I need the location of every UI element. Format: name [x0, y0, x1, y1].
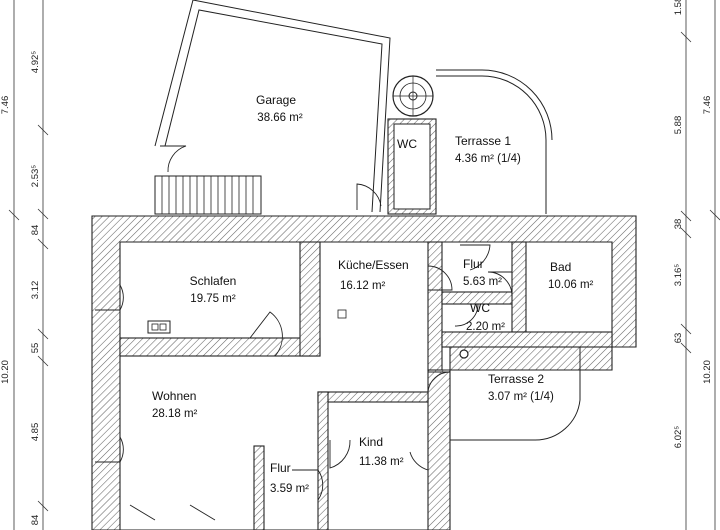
wc-upper-walls	[387, 118, 437, 215]
room-area-flur-lower: 3.59 m²	[270, 483, 309, 495]
room-area-kueche: 16.12 m²	[340, 280, 386, 292]
dim-right-inner-2: 38	[673, 219, 684, 230]
spiral-stair-icon	[392, 75, 434, 117]
room-area-flur-upper: 5.63 m²	[463, 276, 502, 288]
room-area-wohnen: 28.18 m²	[152, 408, 198, 420]
terrasse2-outline	[450, 346, 581, 441]
room-label-terrasse2: Terrasse 2	[488, 372, 544, 386]
dim-left-outer-2: 10.20	[0, 360, 11, 384]
room-label-wc-lower: WC	[470, 301, 490, 315]
dim-left-inner-5: 55	[30, 343, 41, 354]
room-area-terrasse2: 3.07 m² (1/4)	[488, 391, 554, 403]
room-label-kind: Kind	[359, 435, 383, 449]
room-area-schlafen: 19.75 m²	[190, 293, 236, 305]
dim-left-inner-4: 3.12	[30, 281, 41, 300]
terrasse1-rail	[436, 69, 553, 141]
chimney-icon	[147, 320, 171, 334]
room-label-garage: Garage	[256, 93, 296, 107]
garage-outline	[154, 0, 391, 215]
room-label-flur-upper: Flur	[463, 257, 484, 271]
house-walls	[91, 215, 637, 530]
terrasse1-outline	[436, 75, 547, 214]
dim-left-inner-7: 84	[30, 515, 41, 526]
dim-left-inner-3: 84	[30, 225, 41, 236]
room-label-flur-lower: Flur	[270, 461, 291, 475]
dim-right-outer-1: 7.46	[702, 96, 713, 115]
room-label-kueche: Küche/Essen	[338, 258, 409, 272]
room-label-wohnen: Wohnen	[152, 389, 196, 403]
dim-right-outer-2: 10.20	[702, 360, 713, 384]
dim-left-inner-1: 4.92⁵	[30, 51, 41, 73]
dim-left-inner-6: 4.85	[30, 423, 41, 442]
doors	[95, 244, 513, 521]
room-area-terrasse1: 4.36 m² (1/4)	[455, 153, 521, 165]
dim-right-inner-5: 6.02⁵	[673, 426, 684, 448]
room-area-bad: 10.06 m²	[548, 279, 594, 291]
column-icon	[459, 349, 469, 359]
dim-left-inner-2: 2.53⁵	[30, 165, 41, 187]
dimension-lines-left: 7.46 10.20 4.92⁵ 2.53⁵ 84 3.12 55 4.85 8…	[0, 0, 49, 530]
room-area-kind: 11.38 m²	[359, 456, 404, 468]
shaft-icon	[337, 309, 347, 319]
room-label-wc-upper: WC	[397, 137, 417, 151]
dim-right-inner-1: 5.88	[673, 116, 684, 135]
room-label-bad: Bad	[550, 260, 571, 274]
room-label-terrasse1: Terrasse 1	[455, 134, 511, 148]
dim-right-inner-3: 3.16⁵	[673, 264, 684, 286]
dim-left-outer-1: 7.46	[0, 96, 11, 115]
room-area-garage: 38.66 m²	[257, 112, 303, 124]
dim-right-inner-4: 63	[673, 333, 684, 344]
room-area-wc-lower: 2.20 m²	[466, 321, 505, 333]
dim-right-inner-0: 1.58	[673, 0, 684, 15]
room-label-schlafen: Schlafen	[190, 274, 237, 288]
dimension-lines-right: 7.46 10.20 1.58 5.88 38 3.16⁵ 63 6.02⁵	[673, 0, 720, 530]
